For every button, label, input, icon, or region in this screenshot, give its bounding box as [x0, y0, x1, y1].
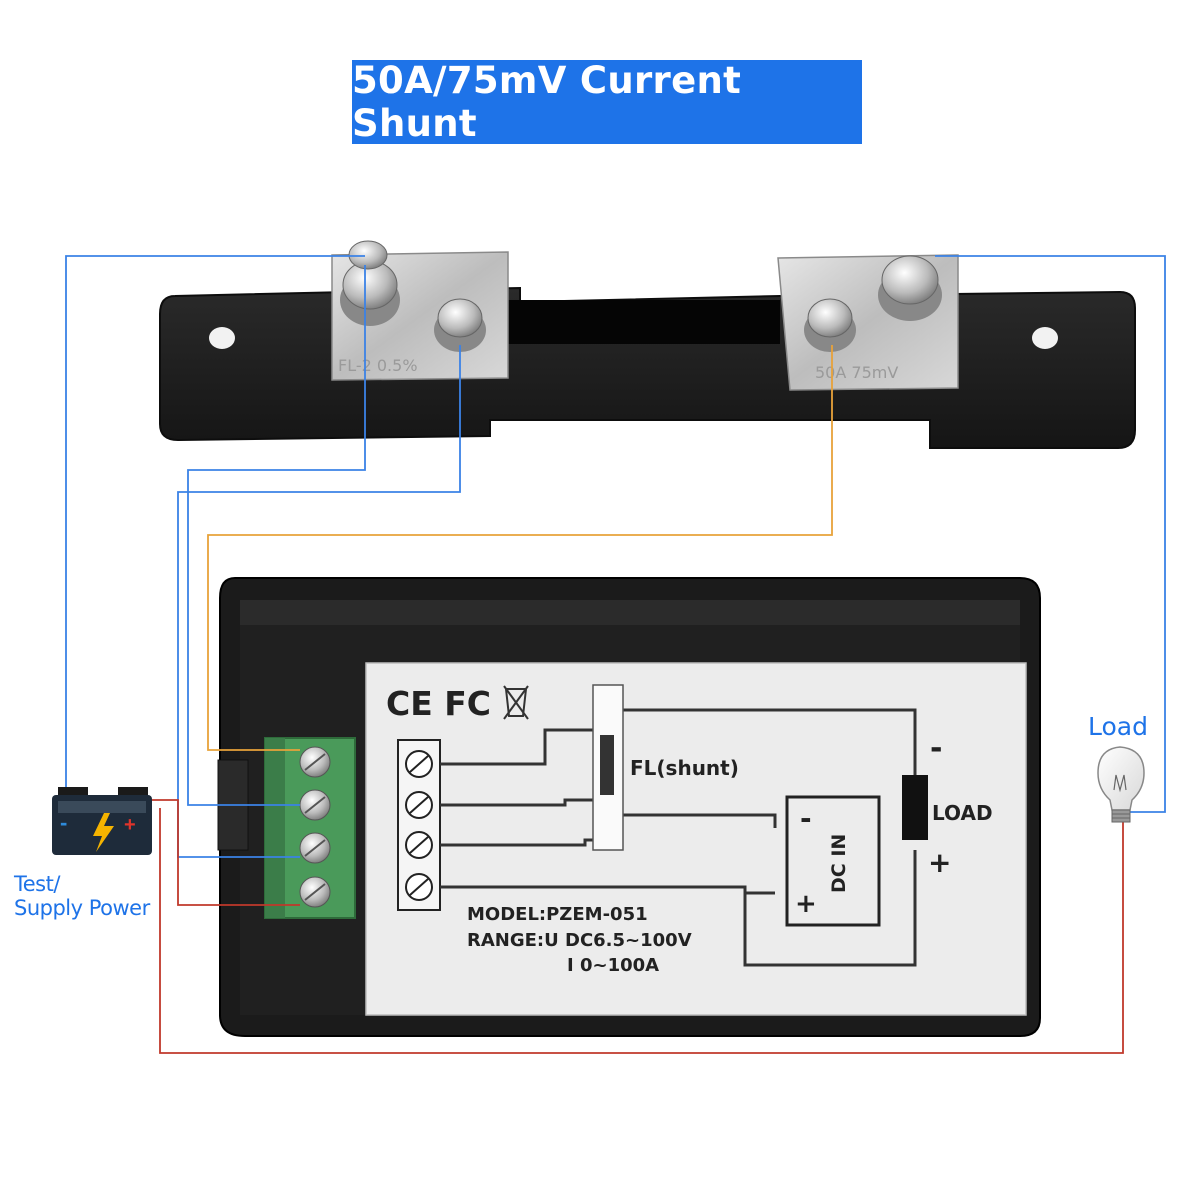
wire-blue-shunt-to-load	[935, 255, 1166, 813]
load-label: Load	[1088, 712, 1148, 741]
terminal-screw	[299, 789, 331, 821]
shunt-screw	[434, 298, 486, 352]
wire-red-load	[159, 808, 1124, 1054]
test-supply-line1: Test/	[14, 872, 60, 896]
certification-marks: CE FC	[386, 684, 491, 723]
range-i-text: I 0~100A	[567, 955, 659, 976]
wire-red-supply	[150, 799, 300, 906]
shunt-screw	[340, 240, 400, 326]
shunt-screw	[878, 255, 942, 321]
mount-hole-right	[1032, 327, 1058, 349]
test-supply-line2: Supply Power	[14, 896, 150, 920]
dc-in-label: DC IN	[828, 834, 850, 893]
battery-icon: - +	[52, 787, 152, 855]
left-plate-text: FL-2 0.5%	[338, 356, 418, 375]
title-banner: 50A/75mV Current Shunt	[352, 59, 862, 145]
meter-label-sticker: CE FC FL(shunt) L	[365, 662, 1027, 1016]
title-text: 50A/75mV Current Shunt	[352, 59, 742, 145]
model-text: MODEL:PZEM-051	[467, 904, 648, 925]
weee-bin-icon	[503, 685, 529, 720]
wire-orange-sense	[207, 345, 833, 751]
wire-blue-sense-1	[187, 265, 366, 806]
right-plate-text: 50A 75mV	[815, 363, 898, 382]
wire-blue-battery-neg	[65, 255, 365, 795]
mount-hole-left	[209, 327, 235, 349]
terminal-screw	[299, 876, 331, 908]
terminal-screw	[299, 746, 331, 778]
load-plus-sign: +	[928, 846, 951, 879]
wire-blue-sense-2	[177, 345, 461, 858]
test-supply-power-label: Test/ Supply Power	[14, 872, 150, 920]
fl-shunt-label: FL(shunt)	[630, 756, 739, 780]
terminal-screw	[299, 832, 331, 864]
load-minus-sign: -	[930, 731, 942, 766]
range-u-text: RANGE:U DC6.5~100V	[467, 930, 692, 951]
current-shunt: FL-2 0.5% 50A 75mV	[159, 240, 1136, 449]
load-schematic-label: LOAD	[932, 801, 993, 825]
svg-text:+: +	[124, 814, 136, 836]
svg-text:-: -	[60, 810, 67, 835]
dcin-plus-sign: +	[795, 889, 817, 919]
shunt-screw	[804, 298, 856, 352]
dcin-minus-sign: -	[800, 802, 812, 835]
terminal-block	[264, 737, 356, 919]
light-bulb-icon	[1097, 746, 1145, 823]
